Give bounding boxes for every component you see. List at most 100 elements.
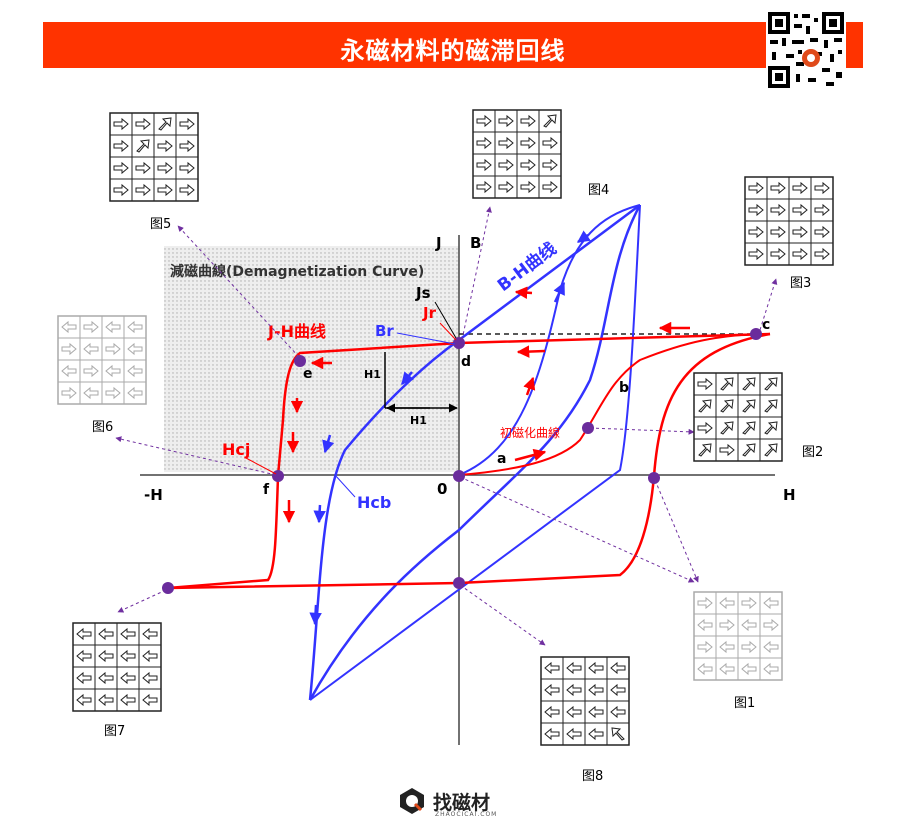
domain-arrow-icon	[105, 364, 121, 378]
domain-arrow-icon	[697, 618, 713, 632]
domain-arrow-icon	[179, 139, 195, 153]
domain-arrow-icon	[748, 181, 764, 195]
figure-5-domain-grid	[109, 112, 199, 202]
point-e-marker	[294, 355, 306, 367]
domain-arrow-icon	[83, 386, 99, 400]
arrow-blue	[401, 371, 415, 385]
domain-arrow-icon	[61, 320, 77, 334]
domain-arrow-icon	[142, 671, 158, 685]
initial-curve-label: 初磁化曲線	[500, 425, 560, 440]
arrow-red	[523, 376, 536, 396]
domain-arrow-icon	[748, 203, 764, 217]
point-d-label: d	[461, 354, 471, 370]
point-hc-pos-marker	[648, 472, 660, 484]
figure-1-domain-grid	[693, 591, 783, 681]
br-label: Br	[375, 322, 394, 340]
domain-arrow-icon	[742, 399, 756, 413]
point-b-label: b	[619, 380, 629, 396]
domain-arrow-icon	[476, 136, 492, 150]
domain-arrow-icon	[770, 181, 786, 195]
figure-7-domain-grid	[72, 622, 162, 712]
domain-arrow-icon	[720, 377, 734, 391]
domain-arrow-icon	[113, 161, 129, 175]
domain-arrow-icon	[566, 683, 582, 697]
domain-arrow-icon	[157, 183, 173, 197]
domain-arrow-icon	[498, 180, 514, 194]
domain-arrow-icon	[792, 247, 808, 261]
domain-arrow-icon	[719, 662, 735, 676]
domain-arrow-icon	[610, 683, 626, 697]
domain-arrow-icon	[588, 727, 604, 741]
point-b-marker	[582, 422, 594, 434]
domain-arrow-icon	[136, 139, 150, 153]
br-pointer	[396, 332, 456, 345]
domain-arrow-icon	[610, 705, 626, 719]
domain-arrow-icon	[142, 649, 158, 663]
figure-1-caption: 图1	[734, 696, 755, 711]
domain-arrow-icon	[157, 139, 173, 153]
domain-arrow-icon	[127, 320, 143, 334]
arrow-red	[514, 286, 533, 299]
demag-curve-label: 減磁曲線(Demagnetization Curve)	[170, 263, 424, 280]
bh-curve-lower	[309, 204, 641, 701]
h1-horizontal-label: H1	[410, 414, 427, 427]
domain-arrow-icon	[697, 377, 713, 391]
domain-arrow-icon	[105, 386, 121, 400]
jh-curve-label: J-H曲线	[267, 322, 326, 341]
domain-arrow-icon	[748, 225, 764, 239]
point-c-marker	[750, 328, 762, 340]
domain-arrow-icon	[814, 225, 830, 239]
arrow-red	[516, 345, 546, 358]
domain-arrow-icon	[566, 661, 582, 675]
domain-arrow-icon	[120, 671, 136, 685]
domain-arrow-icon	[520, 180, 536, 194]
domain-arrow-icon	[158, 117, 172, 131]
figure-3-caption: 图3	[790, 276, 811, 291]
domain-arrow-icon	[544, 683, 560, 697]
domain-arrow-icon	[792, 181, 808, 195]
figure-6-domain-grid	[57, 315, 147, 405]
domain-arrow-icon	[520, 114, 536, 128]
domain-arrow-icon	[98, 671, 114, 685]
leader-fig8	[459, 584, 546, 646]
domain-arrow-icon	[105, 320, 121, 334]
domain-arrow-icon	[792, 225, 808, 239]
domain-arrow-icon	[98, 627, 114, 641]
domain-arrow-icon	[520, 158, 536, 172]
domain-arrow-icon	[741, 596, 757, 610]
domain-arrow-icon	[135, 161, 151, 175]
hcj-pointer	[245, 457, 277, 475]
domain-arrow-icon	[98, 649, 114, 663]
point-origin-marker	[453, 470, 465, 482]
domain-arrow-icon	[697, 662, 713, 676]
domain-arrow-icon	[542, 136, 558, 150]
domain-arrow-icon	[763, 640, 779, 654]
domain-arrow-icon	[113, 139, 129, 153]
leader-fig1a	[459, 476, 695, 583]
domain-arrow-icon	[498, 136, 514, 150]
domain-arrow-icon	[542, 180, 558, 194]
domain-arrow-icon	[588, 705, 604, 719]
domain-arrow-icon	[741, 618, 757, 632]
leader-fig1b	[654, 479, 699, 583]
domain-arrow-icon	[764, 443, 778, 457]
domain-arrow-icon	[83, 364, 99, 378]
domain-arrow-icon	[179, 183, 195, 197]
figure-5-caption: 图5	[150, 217, 171, 232]
domain-arrow-icon	[748, 247, 764, 261]
domain-arrow-icon	[764, 399, 778, 413]
logo-name: 找磁材	[433, 792, 491, 814]
domain-arrow-icon	[764, 377, 778, 391]
point-neg-jr-marker	[453, 577, 465, 589]
point-a-label: a	[497, 451, 506, 467]
domain-arrow-icon	[566, 705, 582, 719]
domain-arrow-icon	[698, 399, 712, 413]
domain-arrow-icon	[588, 683, 604, 697]
axis-j-label: J	[435, 234, 442, 252]
leader-fig7	[117, 589, 167, 613]
jr-pointer	[439, 322, 457, 341]
js-label: Js	[415, 284, 431, 302]
origin-label: 0	[437, 480, 447, 498]
title-banner: 永磁材料的磁滞回线	[43, 22, 863, 68]
point-neg-sat-marker	[162, 582, 174, 594]
